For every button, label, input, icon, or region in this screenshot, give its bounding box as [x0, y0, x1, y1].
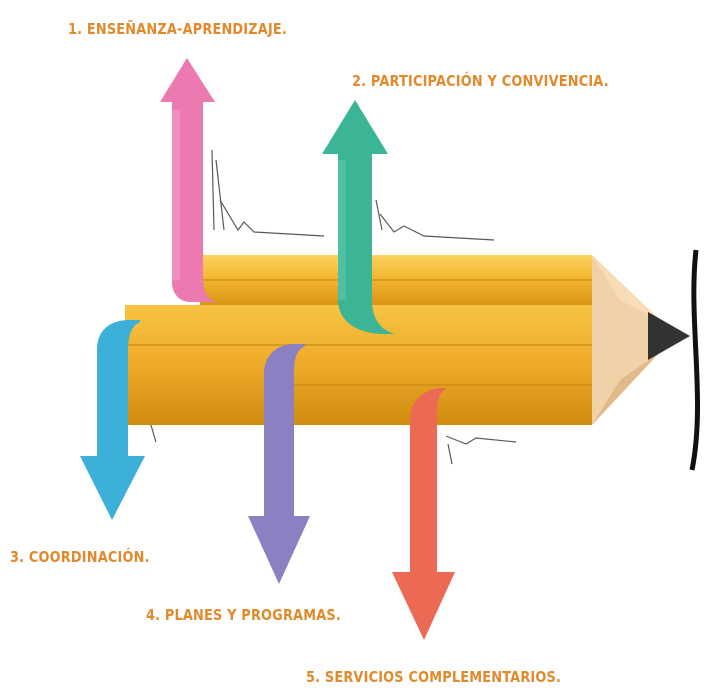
scribble-shadow-2 — [375, 199, 495, 241]
label-item-4: 4. PLANES Y PROGRAMAS. — [146, 606, 341, 624]
pencil-lead — [648, 312, 690, 360]
arrow-4 — [248, 344, 310, 584]
scribble-shadow-1 — [211, 149, 325, 237]
scribble-shadow-5 — [445, 435, 517, 465]
ink-stroke — [689, 249, 700, 471]
pencil-wood — [592, 255, 660, 425]
arrow-3 — [80, 320, 145, 520]
label-item-2: 2. PARTICIPACIÓN Y CONVIVENCIA. — [352, 72, 609, 90]
label-item-5: 5. SERVICIOS COMPLEMENTARIOS. — [306, 668, 562, 686]
arrow-1 — [160, 58, 230, 302]
label-item-3: 3. COORDINACIÓN. — [10, 548, 150, 566]
arrow-2 — [322, 100, 395, 334]
pencil — [125, 255, 690, 425]
arrow-5 — [392, 388, 455, 640]
label-item-1: 1. ENSEÑANZA-APRENDIZAJE. — [68, 20, 287, 38]
